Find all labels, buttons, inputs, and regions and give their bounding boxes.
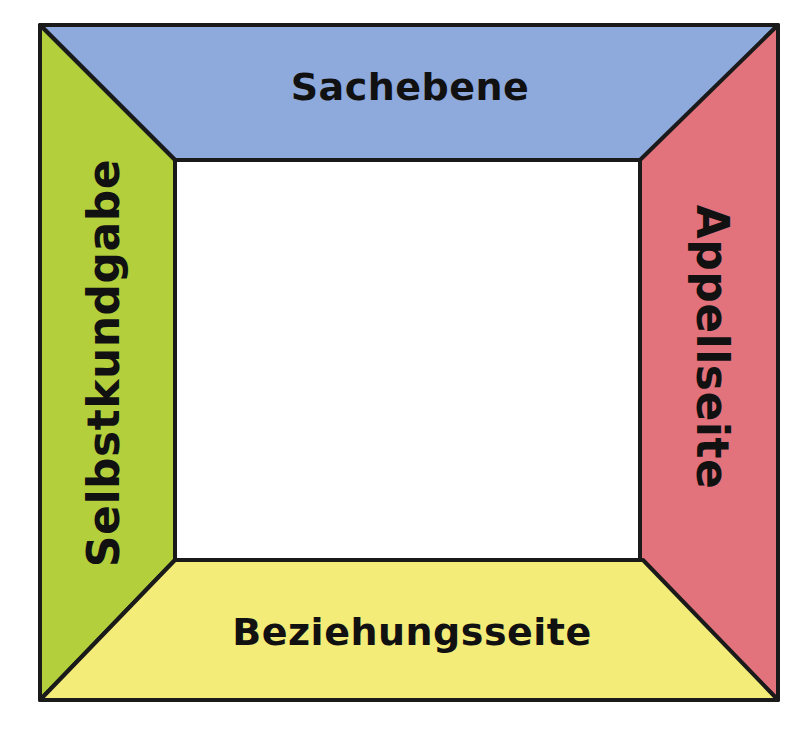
side-label: Sachebene [291,68,530,106]
side-label: Appellseite [690,205,734,490]
relationship-band: Beziehungsseite [40,560,778,700]
side-label: Selbstkundgabe [82,159,126,567]
band-shape [40,560,778,700]
side-label: Beziehungsseite [232,613,591,651]
